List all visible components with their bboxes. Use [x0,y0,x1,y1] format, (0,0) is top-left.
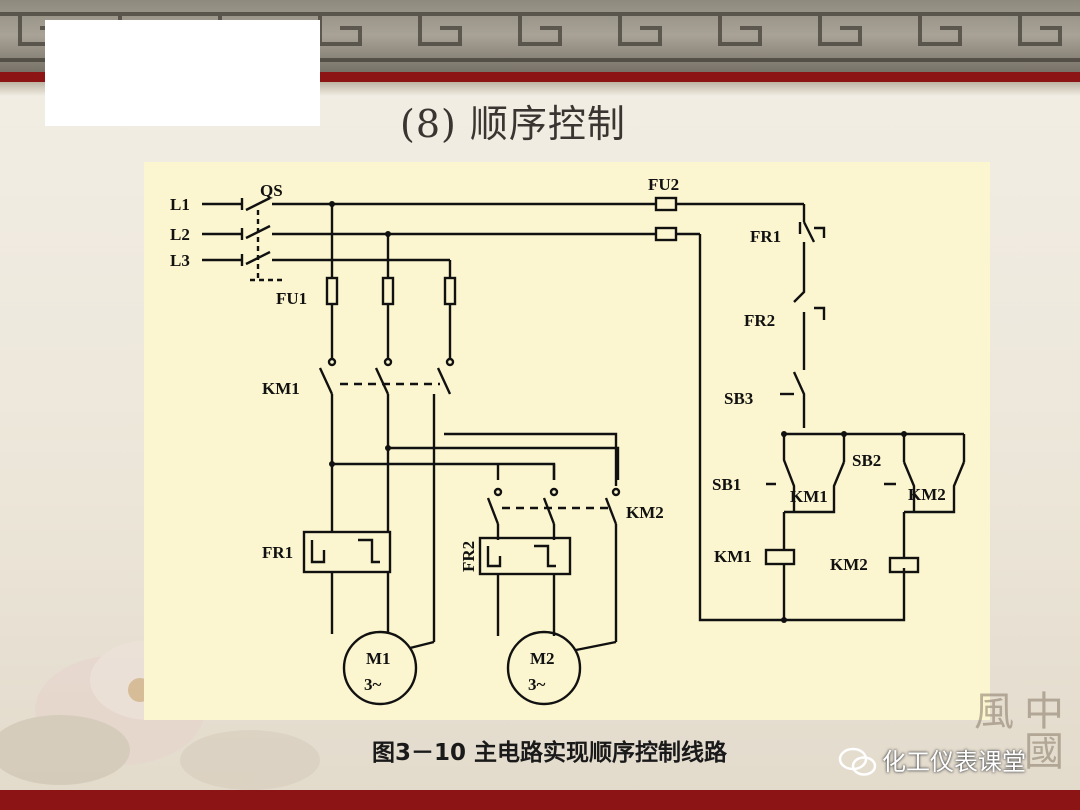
label-M2-phase: 3~ [528,675,546,694]
label-KM2-aux: KM2 [908,485,946,504]
label-M1-phase: 3~ [364,675,382,694]
label-FR2-main: FR2 [459,541,478,572]
label-FU1: FU1 [276,289,307,308]
label-KM1-aux: KM1 [790,487,828,506]
label-L2: L2 [170,225,190,244]
watermark-text: 化工仪表课堂 [882,748,1026,776]
wechat-icon [838,747,877,776]
header-red-rule [0,72,1080,82]
label-FU2: FU2 [648,175,679,194]
label-M1: M1 [366,649,391,668]
label-SB3: SB3 [724,389,753,408]
label-SB2: SB2 [852,451,881,470]
footer-red-rule [0,790,1080,810]
label-FR2-control: FR2 [744,311,775,330]
label-FR1-control: FR1 [750,227,781,246]
label-KM1-main: KM1 [262,379,300,398]
wechat-watermark: 化工仪表课堂 [838,744,1058,780]
label-KM1-coil: KM1 [714,547,752,566]
label-L3: L3 [170,251,190,270]
slide-title: (8) 顺序控制 [400,102,626,146]
blank-logo-box [45,20,320,126]
figure-caption: 图3－10 主电路实现顺序控制线路 [372,740,728,766]
label-KM2-main: KM2 [626,503,664,522]
label-SB1: SB1 [712,475,741,494]
label-QS: QS [260,181,283,200]
label-M2: M2 [530,649,555,668]
seal-text: 中國風 [967,690,1063,770]
circuit-diagram-figure: L1 L2 L3 QS FU1 FU2 KM1 KM2 FR1 FR2 M1 3… [144,162,990,720]
label-L1: L1 [170,195,190,214]
label-FR1-main: FR1 [262,543,293,562]
label-KM2-coil: KM2 [830,555,868,574]
circuit-schematic: L1 L2 L3 QS FU1 FU2 KM1 KM2 FR1 FR2 M1 3… [170,175,966,706]
